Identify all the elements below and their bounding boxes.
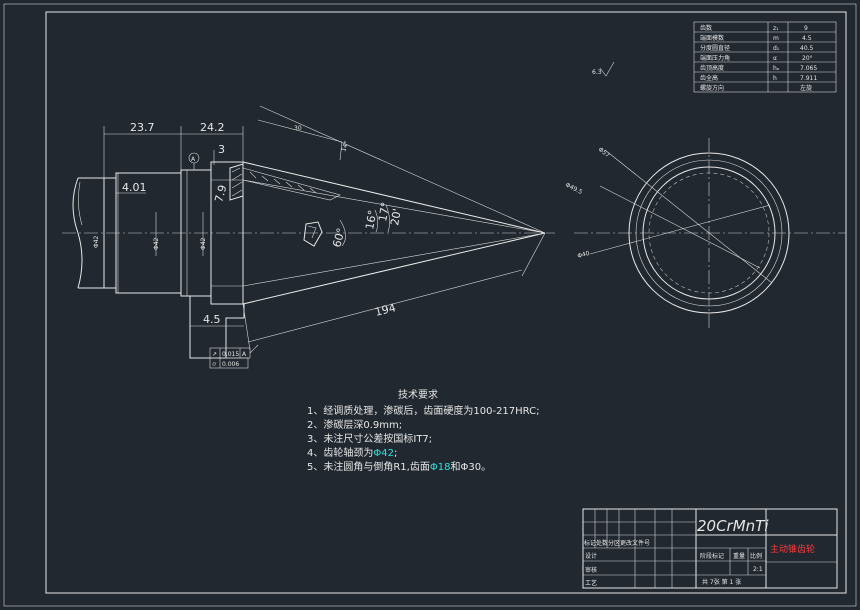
outer-frame <box>3 3 857 607</box>
dim-24-2: 24.2 <box>200 121 225 134</box>
dia-mid: Φ42 <box>153 237 160 250</box>
material-label: 20CrMnTi <box>697 517 769 535</box>
dim-60: 60° <box>330 227 348 249</box>
dim-20: 20' <box>388 207 404 226</box>
param-name-0: 齿数 <box>700 24 712 32</box>
param-name-6: 螺旋方向 <box>700 84 724 92</box>
param-symbol-4: hₐ <box>773 65 779 72</box>
title-col-2: 分区 <box>608 539 620 547</box>
param-value-6: 左旋 <box>800 84 812 92</box>
param-name-2: 分度圆直径 <box>700 44 730 52</box>
dim-16: 16° <box>363 209 379 230</box>
param-name-5: 齿全高 <box>700 74 718 82</box>
title-row-1: 审核 <box>585 566 597 574</box>
tech-note-5: 5、未注圆角与倒角R1,齿面Φ18和Φ30。 <box>307 460 491 473</box>
tech-note-2: 2、渗碳层深0.9mm; <box>307 418 402 431</box>
title-block: 标记 处数 分区 更改文件号 设计 审核 工艺 阶段标记 重量 比例 20CrM… <box>582 508 838 589</box>
param-value-1: 4.5 <box>802 35 812 42</box>
title-right-2: 比例 <box>750 552 762 560</box>
title-col-1: 处数 <box>596 539 608 547</box>
dim-7-9: 7.9 <box>212 184 229 204</box>
tolerance-1: 0.015 <box>222 351 239 358</box>
tolerance-frame: ↗ 0.015 A ⌭ 0.006 <box>209 344 259 369</box>
side-view: Φ57 Φ49.5 Φ40 <box>564 138 846 330</box>
dia-40: Φ40 <box>577 250 591 260</box>
tech-notes: 技术要求 1、经调质处理，渗碳后，齿面硬度为100-217HRC; 2、渗碳层深… <box>307 388 539 473</box>
roughness-symbol: 6.3 <box>592 61 615 77</box>
datum-a: A <box>191 156 196 163</box>
tolerance-2: 0.006 <box>222 361 239 368</box>
param-name-3: 端面压力角 <box>700 54 730 62</box>
title-right-1: 重量 <box>733 552 745 560</box>
dia-shaft: Φ42 <box>200 237 207 250</box>
tech-note-3: 3、未注尺寸公差按国标IT7; <box>307 432 432 445</box>
param-symbol-2: d₁ <box>773 45 780 52</box>
title-col-0: 标记 <box>584 539 596 547</box>
dia-left: Φ42 <box>93 235 100 248</box>
dim-4-5: 4.5 <box>203 313 221 326</box>
param-symbol-3: α <box>773 55 777 62</box>
svg-text:30: 30 <box>294 125 302 132</box>
tolerance-1-datum: A <box>242 351 247 358</box>
title-right-0: 阶段标记 <box>700 552 724 560</box>
title-col-3: 更改文件号 <box>620 539 650 547</box>
param-value-4: 7.065 <box>800 65 817 72</box>
dim-23-7: 23.7 <box>130 121 155 134</box>
inner-frame <box>45 11 847 594</box>
front-view: 23.7 24.2 3 A 4.01 7.9 Φ42 Φ42 Φ42 30 14… <box>72 105 546 369</box>
tech-note-4: 4、齿轮轴颈为Φ42; <box>307 446 397 459</box>
svg-text:↗: ↗ <box>212 351 217 358</box>
dim-4-01: 4.01 <box>122 181 147 194</box>
tech-note-1: 1、经调质处理，渗碳后，齿面硬度为100-217HRC; <box>307 404 539 417</box>
param-table: 齿数 z₁ 9 端面模数 m 4.5 分度圆直径 d₁ 40.5 端面压力角 α… <box>693 21 837 93</box>
scale-value: 2:1 <box>753 566 763 573</box>
param-symbol-5: h <box>773 75 777 82</box>
dia-49: Φ49.5 <box>564 182 583 197</box>
param-value-2: 40.5 <box>800 45 814 52</box>
tech-notes-title: 技术要求 <box>398 388 438 401</box>
dim-3: 3 <box>218 143 225 156</box>
param-value-0: 9 <box>804 25 808 32</box>
dia-57: Φ57 <box>597 146 611 159</box>
dim-17: 17° <box>376 201 392 222</box>
param-name-4: 齿顶高度 <box>700 64 724 72</box>
param-value-3: 20° <box>802 55 813 62</box>
title-row-2: 工艺 <box>585 579 597 587</box>
part-name: 主动锥齿轮 <box>770 543 815 555</box>
param-symbol-1: m <box>773 35 779 42</box>
svg-text:6.3: 6.3 <box>592 69 602 76</box>
param-symbol-0: z₁ <box>773 25 779 32</box>
svg-text:⌭: ⌭ <box>212 361 217 368</box>
sheet-count: 共 7张 第 1 张 <box>702 578 741 586</box>
param-value-5: 7.911 <box>800 75 817 82</box>
svg-text:14°: 14° <box>340 140 350 152</box>
param-name-1: 端面模数 <box>700 34 724 42</box>
title-row-0: 设计 <box>585 552 597 560</box>
dim-194: 194 <box>374 301 398 319</box>
